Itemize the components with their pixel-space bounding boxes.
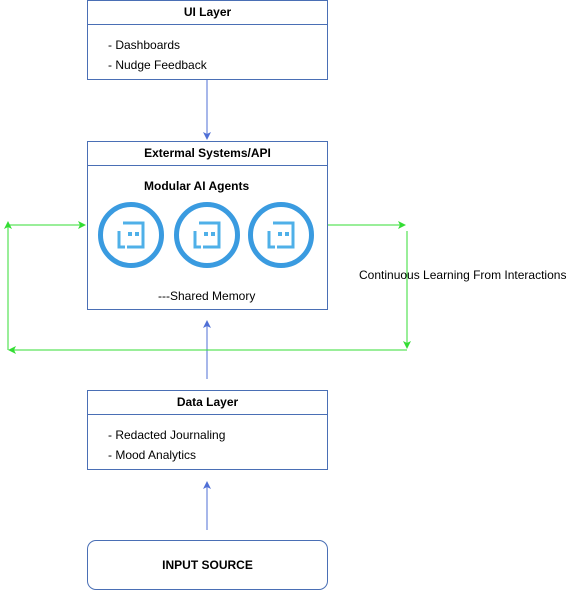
data-layer-item: - Mood Analytics xyxy=(108,448,197,462)
robot-face-icon xyxy=(98,202,164,268)
external-systems-title: Extermal Systems/API xyxy=(88,142,327,166)
data-layer-title: Data Layer xyxy=(88,391,327,415)
ui-layer-box: UI Layer - Dashboards - Nudge Feedback xyxy=(87,0,328,80)
loop-label: Continuous Learning From Interactions xyxy=(359,268,567,282)
ui-layer-title: UI Layer xyxy=(88,1,327,25)
data-layer-item: - Redacted Journaling xyxy=(108,428,226,442)
input-source-box: INPUT SOURCE xyxy=(87,540,328,590)
data-layer-box: Data Layer - Redacted Journaling - Mood … xyxy=(87,390,328,470)
robot-face-icon xyxy=(174,202,240,268)
external-systems-box: Extermal Systems/API Modular AI Agents -… xyxy=(87,141,328,310)
agents-heading: Modular AI Agents xyxy=(144,179,250,193)
ui-layer-item: - Nudge Feedback xyxy=(108,58,207,72)
shared-memory-label: ---Shared Memory xyxy=(158,289,256,303)
robot-face-icon xyxy=(248,202,314,268)
ui-layer-item: - Dashboards xyxy=(108,38,181,52)
